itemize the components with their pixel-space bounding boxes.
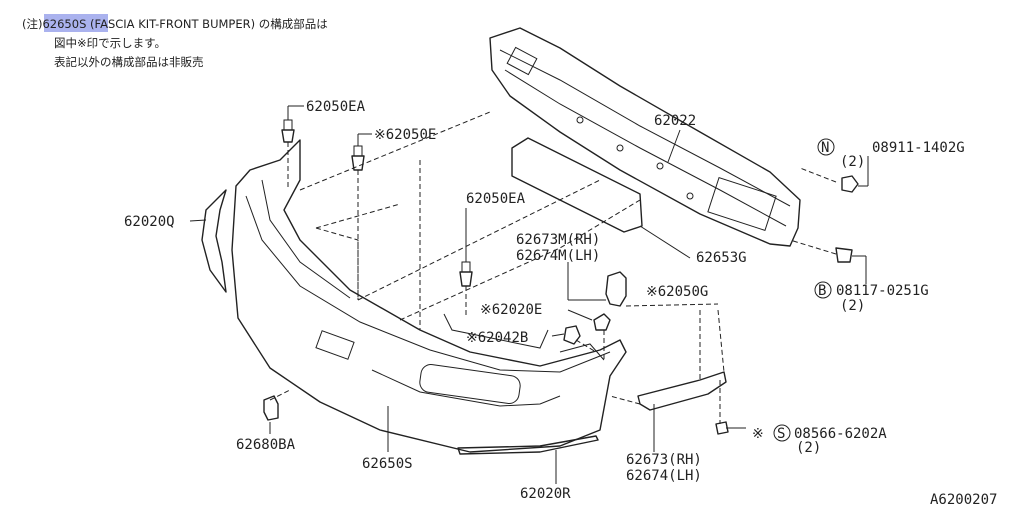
extension-62673-62674 — [637, 371, 727, 411]
svg-text:(注)62650S (FASCIA KIT-FRONT BU: (注)62650S (FASCIA KIT-FRONT BUMPER) の構成部… — [22, 17, 328, 31]
svg-text:S: S — [777, 426, 785, 442]
svg-text:(2): (2) — [840, 298, 865, 314]
svg-text:(2): (2) — [796, 440, 821, 456]
label-62020E: ※62020E — [480, 302, 542, 318]
label-62653G: 62653G — [696, 250, 747, 266]
svg-text:08117-0251G: 08117-0251G — [836, 283, 929, 299]
label-62042B: ※62042B — [466, 330, 528, 346]
svg-text:N: N — [821, 140, 829, 156]
label-62674: 62674(LH) — [626, 468, 702, 484]
assembly-guide-lines — [269, 111, 837, 424]
bumper-fascia-62650S — [231, 139, 627, 453]
note-line-2: 図中※印で示します。 — [54, 36, 166, 50]
label-08911-1402G: N 08911-1402G (2) — [817, 138, 965, 170]
label-62050EA-top: 62050EA — [306, 99, 366, 115]
fascia-kit-note: (注)62650S (FASCIA KIT-FRONT BUMPER) の構成部… — [22, 14, 328, 69]
grommet-62050G — [567, 262, 627, 307]
label-62020Q: 62020Q — [124, 214, 175, 230]
reinforcement-beam-62022 — [489, 27, 801, 247]
leader-lines — [189, 129, 691, 484]
label-62050G: ※62050G — [646, 284, 708, 300]
label-62650S: 62650S — [362, 456, 413, 472]
label-08117-0251G: B 08117-0251G (2) — [814, 281, 929, 314]
label-62020R: 62020R — [520, 486, 571, 502]
bolt-08117-0251G — [835, 247, 867, 284]
molding-62020R — [457, 435, 599, 455]
retainer-62020E — [593, 313, 611, 331]
label-62050EA-middle: 62050EA — [466, 191, 526, 207]
svg-text:※: ※ — [752, 426, 764, 442]
molding-62020Q — [201, 189, 227, 293]
svg-text:08566-6202A: 08566-6202A — [794, 426, 887, 442]
absorber-strip-62653G — [511, 137, 643, 233]
retainer-62042B — [563, 325, 581, 345]
label-62674M: 62674M(LH) — [516, 248, 600, 264]
figure-code: A6200207 — [930, 492, 997, 508]
label-62680BA: 62680BA — [236, 437, 296, 453]
highlighted-part-number — [44, 14, 108, 32]
label-62050E: ※62050E — [374, 127, 436, 143]
clip-62050E — [351, 133, 372, 171]
label-62673: 62673(RH) — [626, 452, 702, 468]
label-62022: 62022 — [654, 113, 696, 129]
label-08566-6202A: ※ S 08566-6202A (2) — [752, 424, 887, 456]
svg-text:(2): (2) — [840, 154, 865, 170]
clip-62050EA-top — [281, 105, 304, 143]
note-line-3: 表記以外の構成部品は非販売 — [54, 55, 204, 69]
screw-08566-6202A — [715, 421, 746, 435]
bolt-08911-1402G — [841, 156, 869, 193]
clip-62050EA-middle — [459, 208, 473, 287]
svg-text:08911-1402G: 08911-1402G — [872, 140, 965, 156]
svg-text:B: B — [818, 283, 826, 299]
bracket-62680BA — [263, 395, 279, 421]
label-62673M: 62673M(RH) — [516, 232, 600, 248]
